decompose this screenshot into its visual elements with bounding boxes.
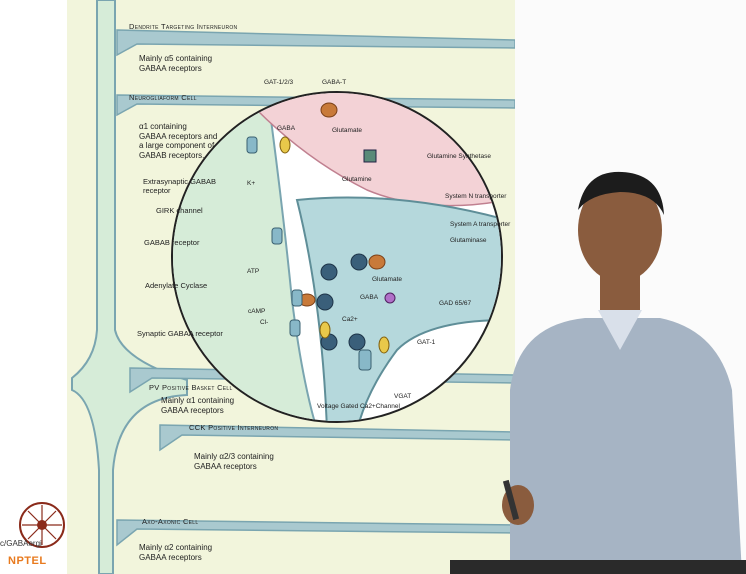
label-adenylate: Adenylate Cyclase	[145, 281, 207, 290]
label-gabab: GABAB receptor	[144, 238, 199, 247]
label-gaba-top: GABA	[277, 125, 295, 132]
podium	[450, 560, 746, 574]
label-gat1: GAT-1	[417, 339, 435, 346]
header-pv: PV Positive Basket Cell	[149, 383, 233, 392]
header-axo: Axo-Axonic Cell	[142, 517, 198, 526]
label-vgcc: Voltage Gated Ca2+Channel	[317, 403, 400, 410]
label-gad: GAD 65/67	[439, 300, 471, 307]
label-vgat: VGAT	[394, 393, 411, 400]
nptel-logo-text: NPTEL	[8, 555, 47, 567]
desc-pv: Mainly α1 containing GABAA receptors	[161, 396, 234, 415]
label-synaptic: Synaptic GABAA receptor	[137, 329, 223, 338]
header-neurogliaform: Neurogliaform Cell	[129, 93, 197, 102]
desc-dendrite: Mainly α5 containing GABAA receptors	[139, 54, 212, 73]
label-camp: cAMP	[248, 308, 265, 315]
desc-axo: Mainly α2 containing GABAA receptors	[139, 543, 212, 562]
label-gat123: GAT-1/2/3	[264, 79, 293, 86]
label-glutamate-top: Glutamate	[332, 127, 362, 134]
desc-cck: Mainly α2/3 containing GABAA receptors	[194, 452, 274, 471]
presenter	[470, 150, 746, 574]
label-girk: GIRK channel	[156, 206, 203, 215]
label-gaba-mid: GABA	[360, 294, 378, 301]
label-extrasynaptic: Extrasynaptic GABAB receptor	[143, 177, 216, 195]
label-kplus: K+	[247, 180, 255, 187]
label-cl: Cl-	[260, 319, 268, 326]
label-gabat: GABA-T	[322, 79, 346, 86]
diagram-slide: Dendrite Targeting Interneuron Neuroglia…	[67, 0, 515, 574]
header-cck: CCK Positive Interneuron	[189, 423, 278, 432]
label-atp: ATP	[247, 268, 259, 275]
label-glutamate-mid: Glutamate	[372, 276, 402, 283]
logo-side-text: c/GABAergi	[0, 539, 42, 548]
header-dendrite: Dendrite Targeting Interneuron	[129, 22, 237, 31]
label-ca: Ca2+	[342, 316, 358, 323]
dendrite-stripe	[117, 30, 515, 55]
neuron-diagram	[67, 0, 515, 574]
desc-neurogliaform: α1 containing GABAA receptors and a larg…	[139, 122, 217, 160]
label-glutamine: Glutamine	[342, 176, 372, 183]
